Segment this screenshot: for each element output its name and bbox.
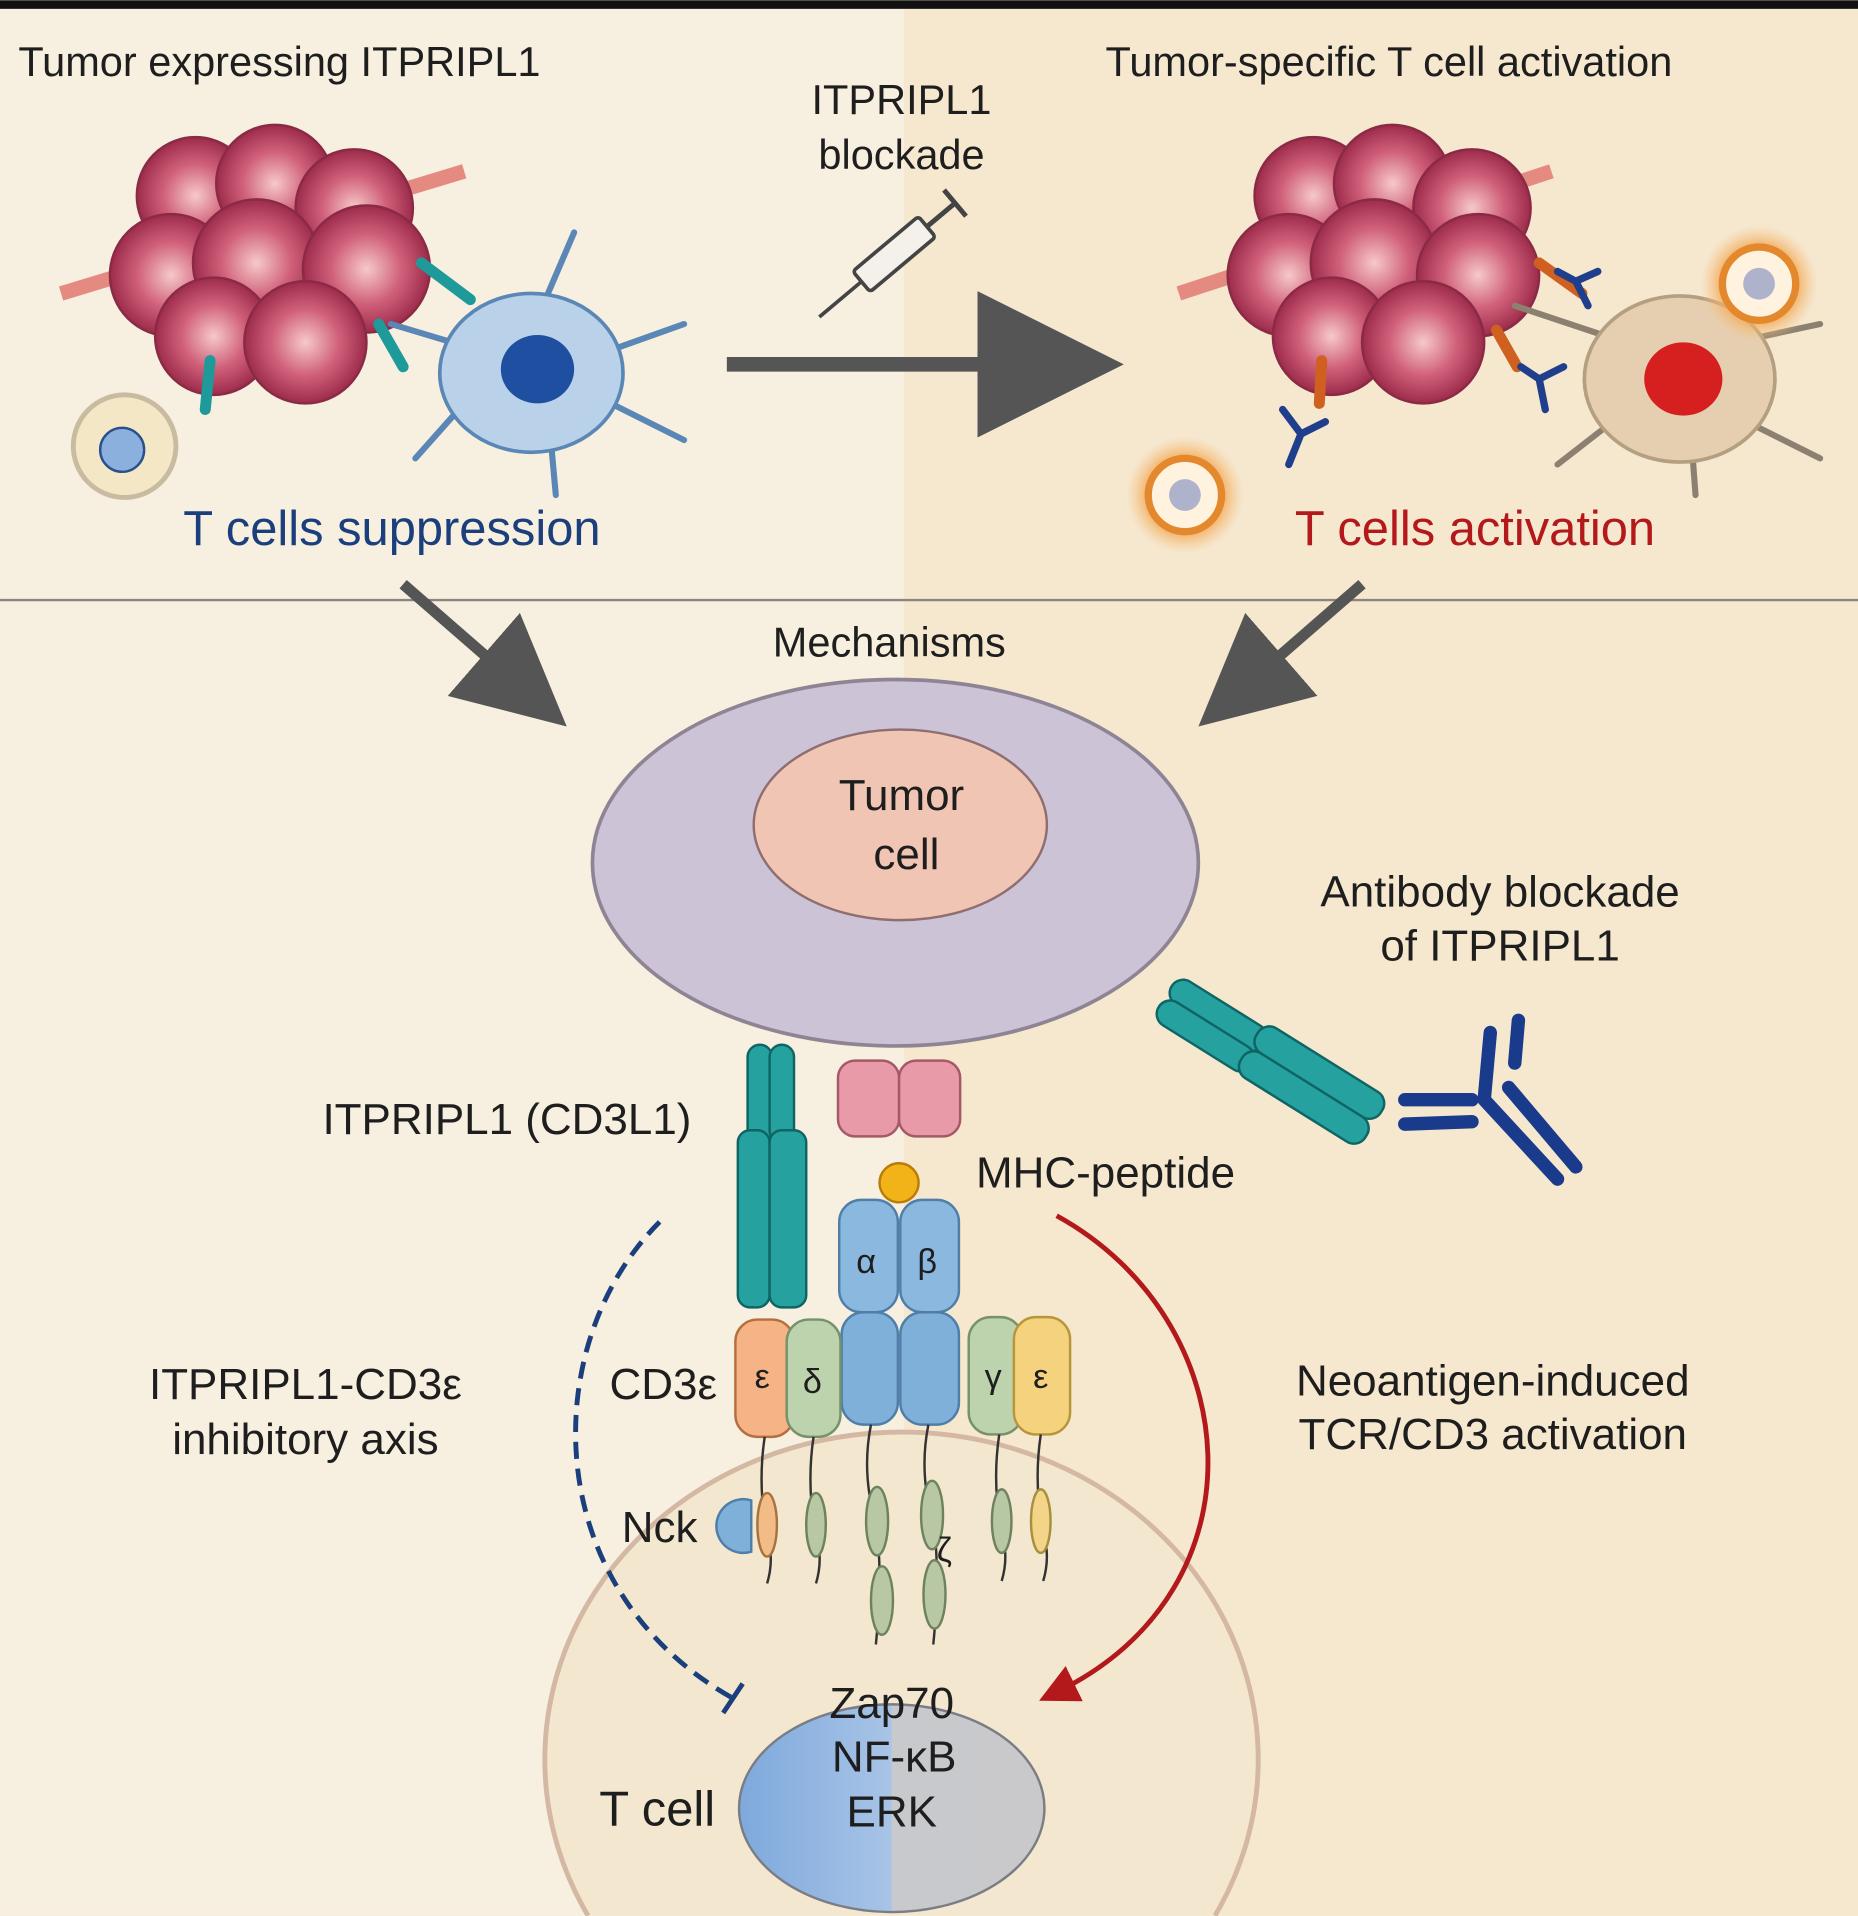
antibody-icons (1278, 267, 1602, 469)
itpripl1-label: ITPRIPL1 (CD3L1) (322, 1095, 691, 1144)
tumor-cell-label-line2: cell (873, 830, 939, 879)
arrow-right-to-mechanism (1198, 580, 1366, 727)
alpha-label: α (856, 1243, 876, 1281)
top-left-title: Tumor expressing ITPRIPL1 (18, 38, 540, 85)
tcr-cd3-complex (715, 1198, 1072, 1645)
dendritic-cell-right (1511, 294, 1824, 499)
signal-erk: ERK (847, 1788, 937, 1837)
delta-label: δ (803, 1363, 822, 1401)
zeta-label: ζ (937, 1531, 952, 1569)
antibody-label-line2: of ITPRIPL1 (1380, 921, 1620, 970)
tumor-cell-label-line1: Tumor (839, 771, 964, 820)
inhibitory-axis-line1: ITPRIPL1-CD3ε (149, 1360, 462, 1409)
t-cell-label: T cell (599, 1782, 715, 1836)
t-cell-activated-icon (1126, 225, 1818, 554)
signal-nfkb: NF-κB (832, 1733, 957, 1782)
activation-pathway-arrow (1039, 1213, 1211, 1702)
t-cell-body (542, 1429, 1261, 1916)
gamma-label: γ (985, 1358, 1002, 1396)
activation-axis-line1: Neoantigen-induced (1296, 1356, 1690, 1405)
arrow-left-to-mechanism (399, 580, 567, 727)
itpripl1-receptor (736, 1043, 808, 1309)
epsilon-left-label: ε (755, 1358, 770, 1396)
blockade-label-line2: blockade (818, 131, 984, 178)
tumor-cluster-left (58, 123, 476, 416)
cd3e-label: CD3ε (610, 1360, 718, 1409)
mhc-label: MHC-peptide (976, 1149, 1235, 1198)
top-border (0, 0, 1858, 9)
t-cell-nucleus (737, 1703, 1046, 1914)
blockade-label-line1: ITPRIPL1 (812, 76, 992, 123)
nck-label: Nck (622, 1503, 699, 1552)
activation-axis-line2: TCR/CD3 activation (1298, 1410, 1687, 1459)
top-right-title: Tumor-specific T cell activation (1106, 38, 1673, 85)
inhibitory-axis-line2: inhibitory axis (172, 1415, 438, 1464)
antibody-icon (1398, 1013, 1583, 1186)
itpripl1-antibody-complex (1155, 978, 1583, 1186)
t-cell-suppressed-icon (70, 392, 179, 500)
dendritic-cell-left (387, 229, 688, 499)
tumor-cell (590, 677, 1201, 1048)
nck-protein (715, 1497, 753, 1555)
inhibition-bar (721, 1682, 745, 1715)
suppression-label: T cells suppression (183, 502, 600, 556)
inhibitory-pathway-arrow (573, 1220, 735, 1701)
signal-zap70: Zap70 (829, 1679, 954, 1728)
antibody-label-line1: Antibody blockade (1320, 868, 1679, 917)
mhc-peptide (836, 1059, 962, 1204)
tumor-cluster-right (1176, 123, 1588, 409)
syringe-icon (818, 188, 968, 319)
activation-label: T cells activation (1295, 502, 1655, 556)
epsilon-right-label: ε (1033, 1358, 1048, 1396)
beta-label: β (917, 1243, 937, 1281)
mechanisms-title: Mechanisms (773, 618, 1006, 665)
